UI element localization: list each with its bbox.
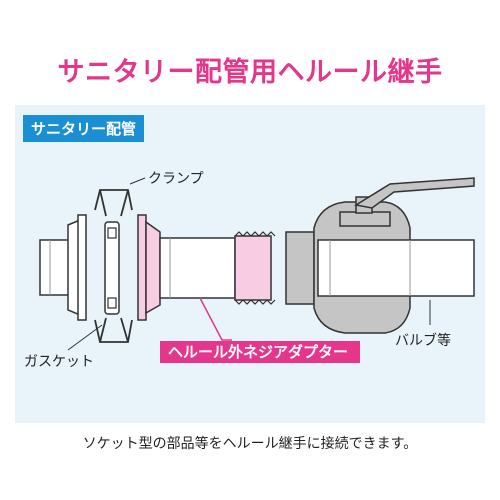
gasket [104, 221, 120, 315]
gasket-leader [67, 324, 103, 351]
adapter-label-bg [160, 341, 360, 363]
section-tag: サニタリー配管 [23, 115, 145, 142]
clamp-label: クランプ [148, 171, 204, 187]
adapter-thread [234, 231, 276, 305]
clamp-leader [129, 177, 146, 185]
adapter-body [159, 237, 236, 299]
gasket-label: ガスケット [24, 354, 94, 370]
valve-label: バルブ等 [395, 332, 451, 349]
clamp-top [94, 189, 133, 217]
right-pipe [317, 239, 475, 297]
caption: ソケット型の部品等をヘルール継手に接続できます。 [82, 436, 418, 452]
adapter-label: ヘルール外ネジアダプター [168, 343, 348, 361]
adapter-leader [199, 297, 232, 341]
clamp-bottom [94, 317, 133, 343]
left-ferrule [67, 214, 87, 321]
page-title: サニタリー配管用ヘルール継手 [57, 57, 443, 88]
adapter-ferrule [137, 214, 161, 321]
